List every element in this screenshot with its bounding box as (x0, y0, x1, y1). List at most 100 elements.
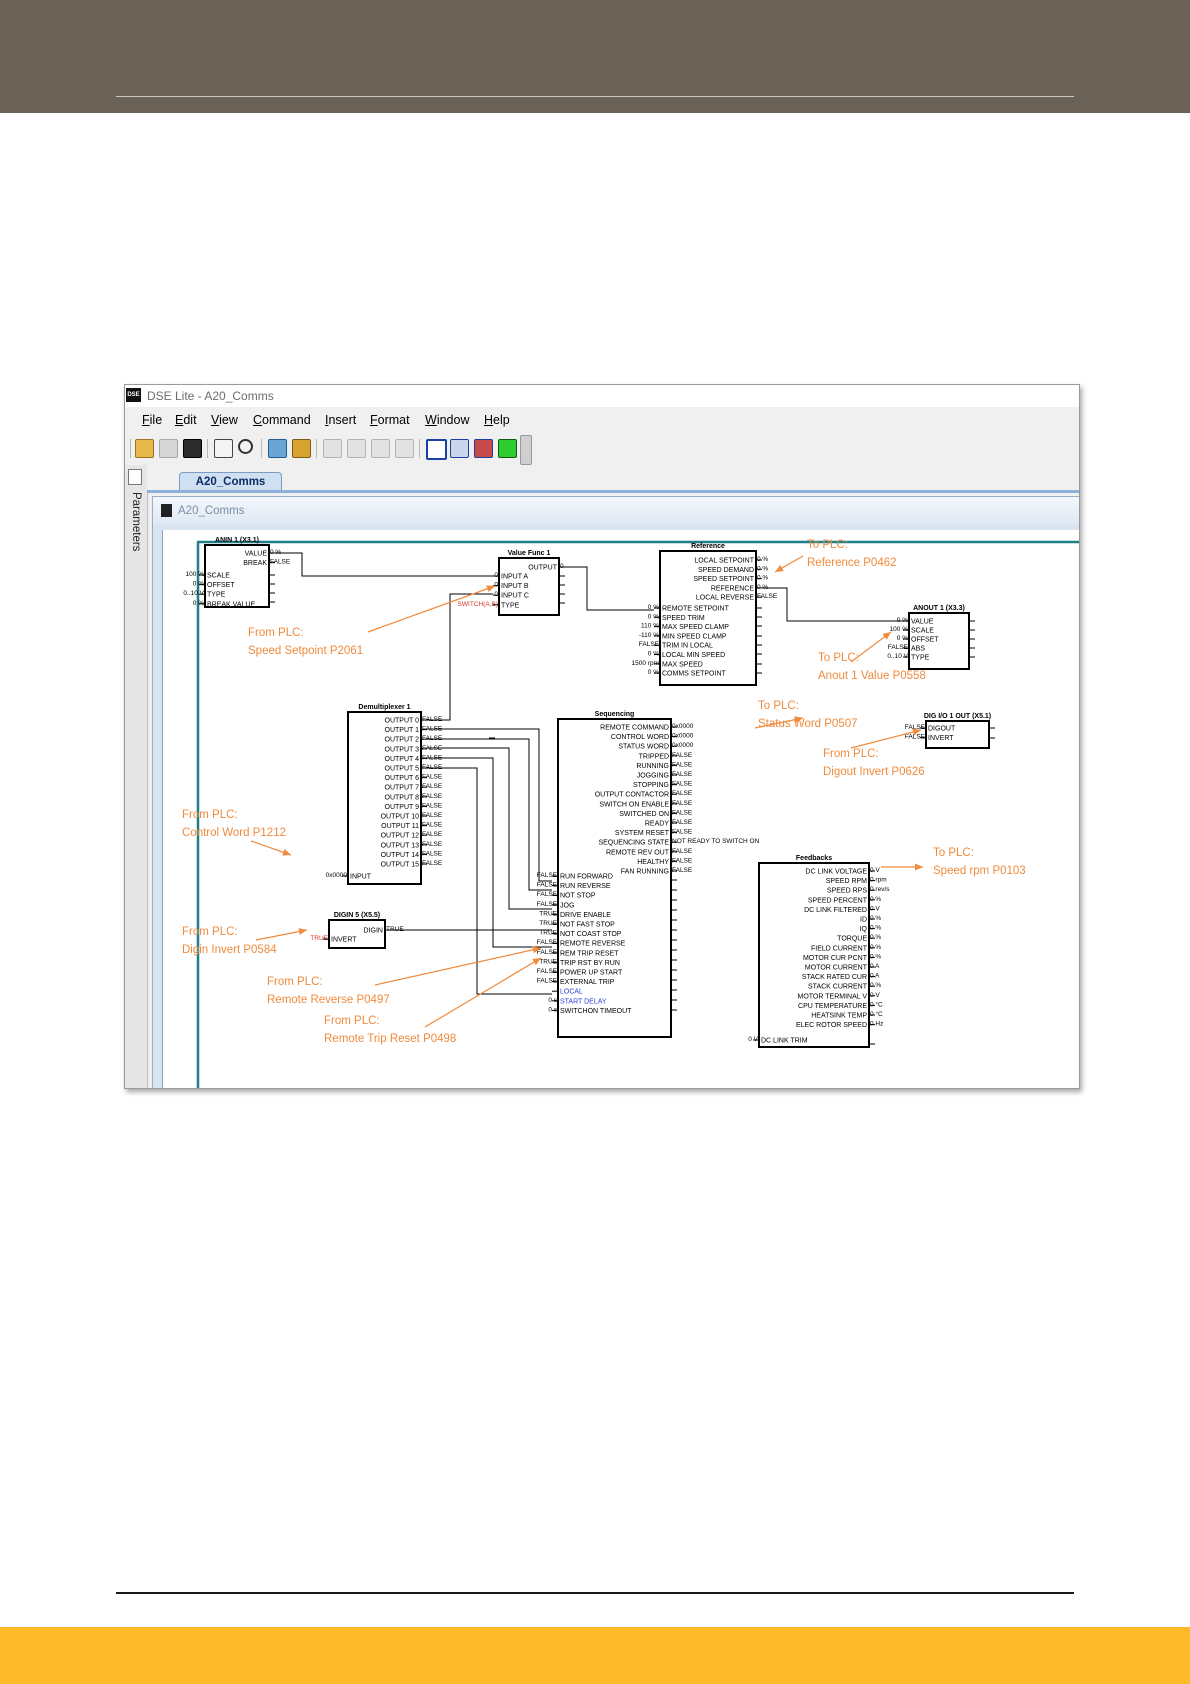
feedbacks-output-label: SPEED RPS (827, 888, 867, 895)
annotation-heading: From PLC: (248, 627, 304, 639)
parameters-panel-label[interactable]: Parameters (130, 492, 142, 552)
anout-input-label: OFFSET (911, 637, 939, 644)
feedbacks-output-label: STACK CURRENT (808, 984, 868, 991)
menu-file[interactable]: File (142, 413, 163, 427)
anin-block[interactable] (204, 544, 270, 608)
align-bottom-icon[interactable] (395, 439, 414, 458)
sequencing-output-label: RUNNING (636, 763, 669, 770)
sequencing-output-label: FAN RUNNING (621, 869, 669, 876)
feedbacks-output-value: 0 % (870, 896, 881, 903)
connect-icon[interactable] (214, 439, 233, 458)
save-icon[interactable] (183, 439, 202, 458)
anout-block[interactable] (908, 612, 970, 670)
sequencing-input-label: DRIVE ENABLE (560, 912, 611, 919)
feedbacks-output-value: 0 % (870, 915, 881, 922)
anin-input-value: 0..10 V (183, 590, 204, 597)
toolbar-separator (261, 439, 262, 458)
sequencing-input-label: TRIP RST BY RUN (560, 960, 620, 967)
align-right-icon[interactable] (347, 439, 366, 458)
align-left-icon[interactable] (323, 439, 342, 458)
annotation-arrowhead (775, 564, 784, 572)
reference-output-value: FALSE (757, 593, 778, 600)
annotation-parameter: Digout Invert P0626 (823, 766, 925, 778)
reference-output-value: 0 % (757, 556, 768, 563)
feedbacks-block[interactable] (758, 862, 870, 1048)
sequencing-input-label: SWITCHON TIMEOUT (560, 1008, 632, 1015)
sequencing-output-value: FALSE (672, 829, 693, 836)
parameters-side-panel[interactable]: Parameters (125, 465, 148, 1088)
demux-output-value: FALSE (422, 841, 443, 848)
monitor-icon[interactable] (498, 439, 517, 458)
parameters-icon[interactable] (268, 439, 287, 458)
sequencing-input-label: NOT COAST STOP (560, 931, 622, 938)
align-top-icon[interactable] (371, 439, 390, 458)
annotation-parameter: Speed rpm P0103 (933, 865, 1026, 877)
feedbacks-output-label: CPU TEMPERATURE (798, 1003, 867, 1010)
demux-output-value: FALSE (422, 812, 443, 819)
table-icon[interactable] (450, 439, 469, 458)
wire-valuefunc-to-reference (565, 566, 654, 611)
sequencing-input-label: JOG (560, 902, 574, 909)
feedbacks-output-value: 0 A (870, 963, 880, 970)
digout-block[interactable] (925, 720, 990, 749)
menu-help[interactable]: Help (484, 413, 510, 427)
toolbar-overflow-chevron-icon[interactable] (520, 435, 532, 465)
annotation-heading: From PLC: (324, 1015, 380, 1027)
chart-icon[interactable] (474, 439, 493, 458)
feedbacks-output-value: 0 % (870, 953, 881, 960)
annotation-arrow (850, 631, 892, 663)
reference-input-label: TRIM IN LOCAL (662, 643, 713, 650)
value_func-input-label: INPUT B (501, 583, 529, 590)
demux-output-label: OUTPUT 15 (381, 862, 419, 869)
menu-edit[interactable]: Edit (175, 413, 197, 427)
demux-output-label: OUTPUT 8 (385, 794, 420, 801)
reference-output-value: 0 % (757, 584, 768, 591)
search-icon[interactable] (238, 439, 253, 454)
print-setup-icon[interactable] (159, 439, 178, 458)
menu-insert[interactable]: Insert (325, 413, 357, 427)
open-icon[interactable] (135, 439, 154, 458)
sequencing-output-label: SYSTEM RESET (615, 830, 670, 837)
reference-block[interactable] (659, 550, 757, 686)
digin-block[interactable] (328, 919, 386, 949)
download-icon[interactable] (292, 439, 311, 458)
value_func-block[interactable] (498, 557, 560, 616)
anin-input-label: SCALE (207, 573, 230, 580)
digout-block-title: DIG I/O 1 OUT (X5.1) (924, 713, 991, 720)
title-bar: DSE DSE Lite - A20_Comms (125, 385, 1079, 407)
sequencing-output-value: FALSE (672, 800, 693, 807)
feedbacks-output-label: SPEED PERCENT (808, 897, 868, 904)
feedbacks-output-label: DC LINK FILTERED (804, 907, 867, 914)
feedbacks-output-value: 0 rev/s (870, 886, 890, 893)
demux-output-label: OUTPUT 5 (385, 766, 420, 773)
demux-block[interactable] (347, 711, 422, 885)
value_func-block-title: Value Func 1 (508, 550, 551, 557)
annotation-arrowhead (912, 728, 921, 736)
demux-output-label: OUTPUT 4 (385, 756, 420, 763)
document-tab-strip: A20_Comms (147, 465, 1079, 492)
anout-input-label: VALUE (911, 619, 934, 626)
feedbacks-output-value: 0 Hz (870, 1021, 883, 1028)
sequencing-output-value: FALSE (672, 819, 693, 826)
sequencing-input-value: FALSE (537, 891, 558, 898)
wire-demux3-jog (427, 747, 552, 910)
annotation-arrow (367, 585, 496, 633)
block-icon[interactable] (426, 439, 447, 460)
sequencing-input-label: REM TRIP RESET (560, 950, 619, 957)
menu-view[interactable]: View (211, 413, 238, 427)
menu-format[interactable]: Format (370, 413, 410, 427)
tab-a20-comms[interactable]: A20_Comms (179, 472, 282, 492)
digin-block-title: DIGIN 5 (X5.5) (334, 912, 380, 919)
reference-output-label: LOCAL REVERSE (696, 595, 754, 602)
demux-output-label: OUTPUT 7 (385, 785, 420, 792)
annotation-parameter: Remote Trip Reset P0498 (324, 1033, 456, 1045)
value_func-input-value: 0 (494, 582, 498, 589)
sequencing-block[interactable] (557, 718, 672, 1038)
feedbacks-output-label: MOTOR CURRENT (805, 965, 868, 972)
annotation-arrowhead (532, 958, 541, 966)
annotation-arrowhead (915, 863, 923, 871)
menu-window[interactable]: Window (425, 413, 470, 427)
menu-command[interactable]: Command (253, 413, 311, 427)
